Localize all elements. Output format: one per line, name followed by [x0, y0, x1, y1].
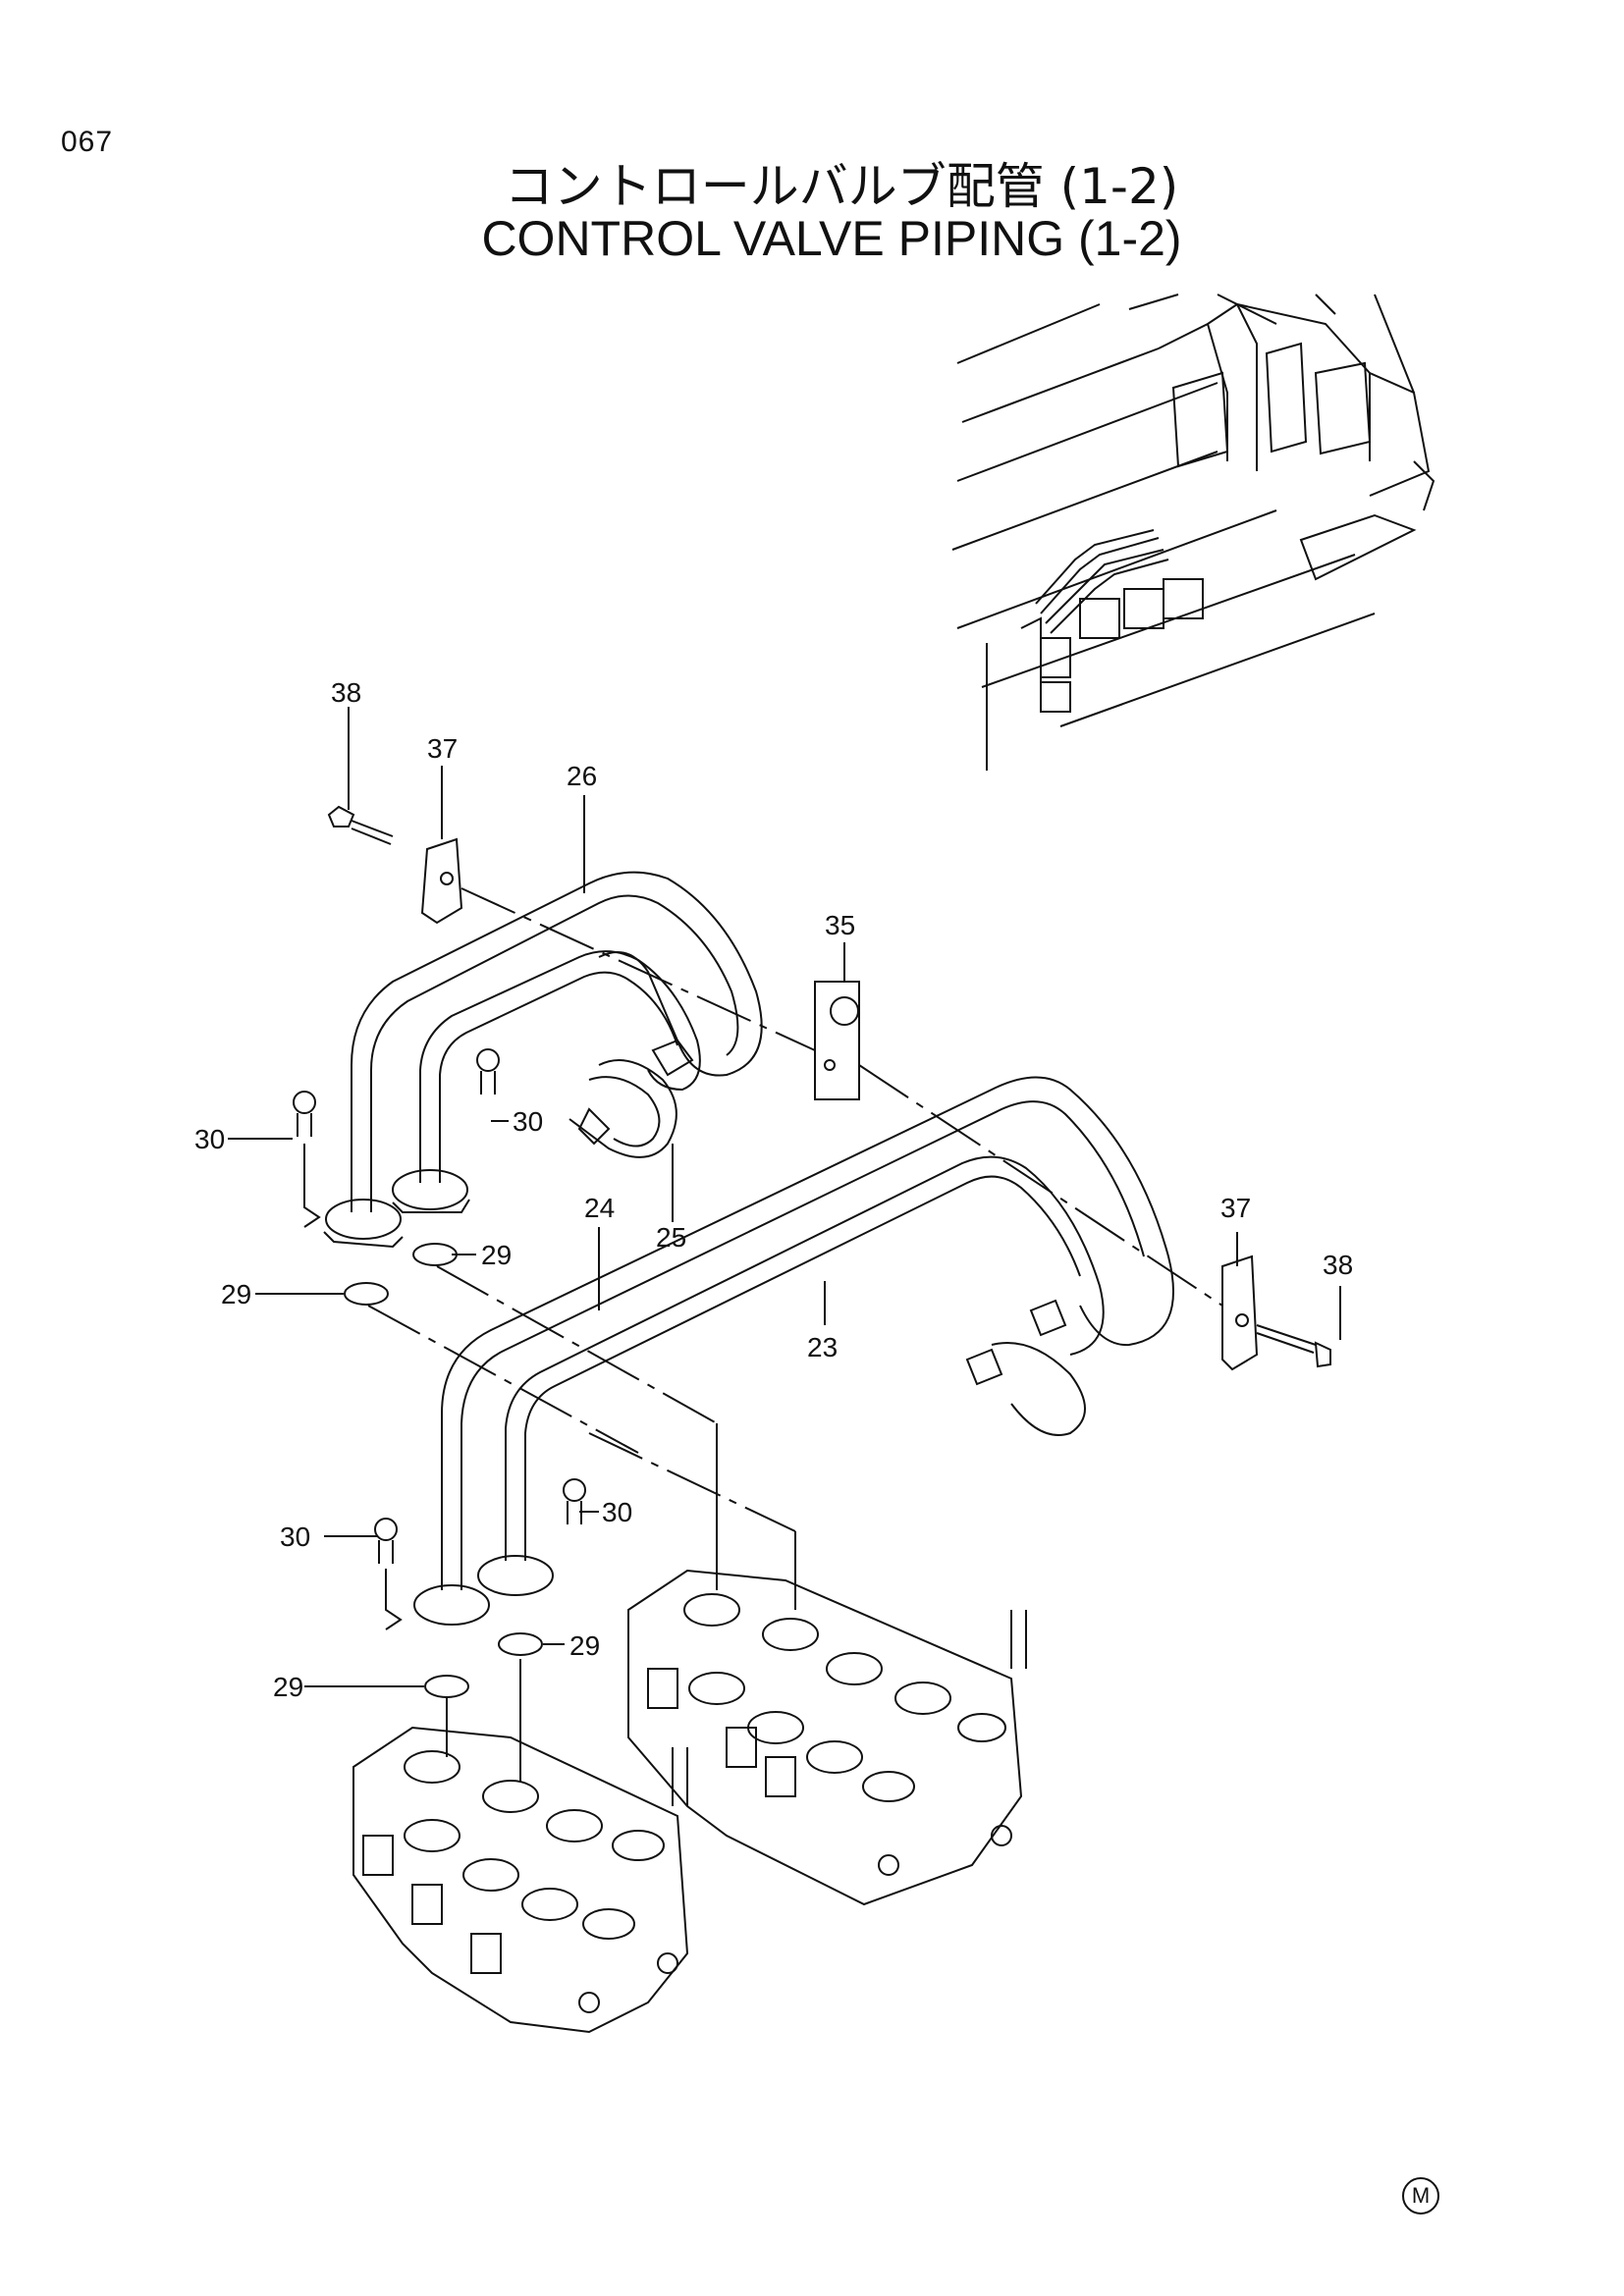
control-valve-lower — [352, 1726, 689, 2034]
callout-labels: 38 37 26 35 30 30 25 24 29 29 23 37 38 3… — [194, 677, 1353, 1702]
callout-30: 30 — [602, 1497, 632, 1527]
callout-29: 29 — [481, 1240, 512, 1270]
callout-23: 23 — [807, 1332, 838, 1362]
callout-38: 38 — [331, 677, 361, 708]
upper-pipe-assembly — [323, 871, 763, 1249]
callout-24: 24 — [584, 1193, 615, 1223]
callout-35: 35 — [825, 910, 855, 940]
control-valve-upper — [627, 1569, 1027, 1906]
clamp-hardware — [293, 805, 1331, 1698]
title-japanese: コントロールバルブ配管 (1-2) — [504, 158, 1179, 215]
callout-30: 30 — [194, 1124, 225, 1154]
leader-lines — [228, 707, 1341, 1782]
callout-37: 37 — [427, 733, 458, 764]
callout-30: 30 — [280, 1522, 310, 1552]
manufacturer-mark: M — [1402, 2177, 1439, 2215]
title-english: CONTROL VALVE PIPING (1-2) — [481, 211, 1182, 266]
callout-29: 29 — [273, 1672, 303, 1702]
callout-25: 25 — [656, 1222, 686, 1253]
callout-26: 26 — [567, 761, 597, 791]
callout-38: 38 — [1323, 1250, 1353, 1280]
callout-29: 29 — [221, 1279, 251, 1309]
callout-29: 29 — [569, 1630, 600, 1661]
machine-overview-illustration — [951, 294, 1435, 771]
callout-37: 37 — [1220, 1193, 1251, 1223]
page-number: 067 — [61, 126, 114, 158]
callout-30: 30 — [513, 1106, 543, 1137]
lower-pipe-assembly — [413, 1076, 1174, 1626]
